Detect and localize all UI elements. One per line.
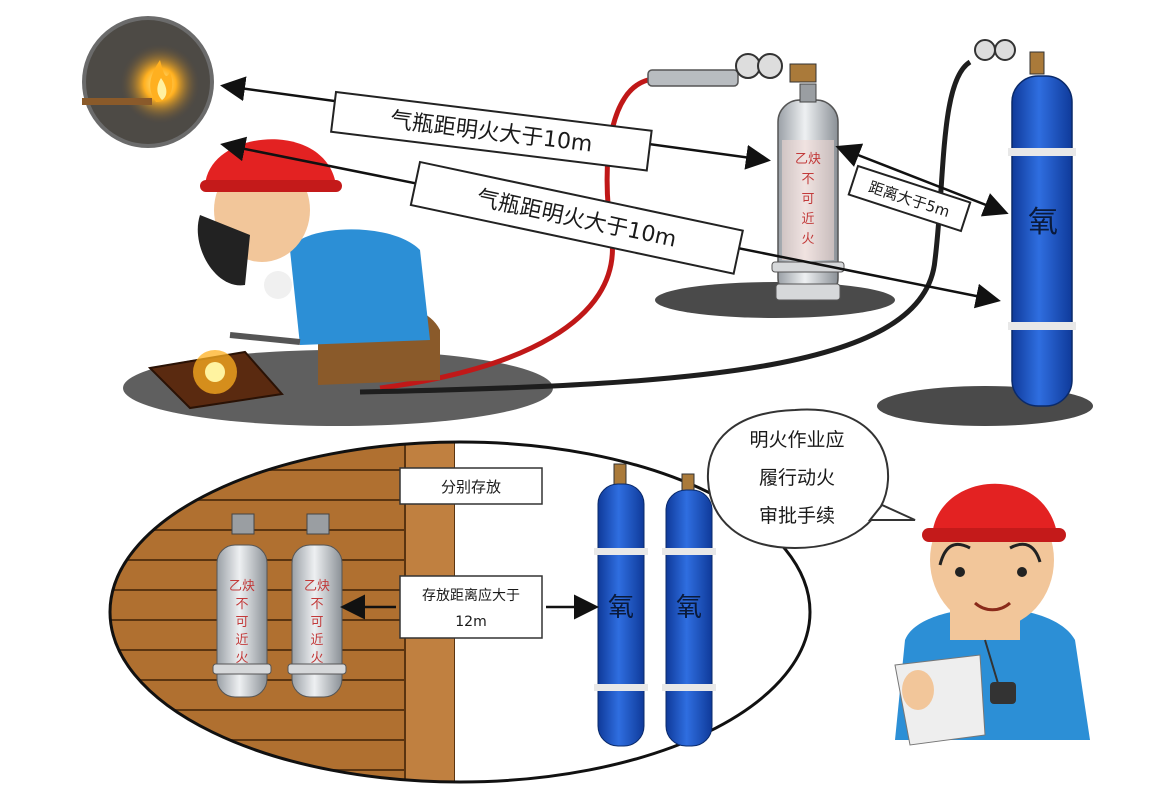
sign-storage-distance-l2: 12m (455, 614, 486, 630)
speech-bubble: 明火作业应 履行动火 审批手续 (706, 408, 916, 550)
welding-plate (147, 350, 284, 410)
stored-acetylene-1-l4: 近 (235, 633, 248, 648)
acetylene-label-l2: 不 (801, 172, 814, 187)
sign-store-separately: 分别存放 (399, 467, 543, 505)
gas-cylinder-icon: 乙炔 不 可 近 火 (287, 513, 347, 698)
gas-cylinder-icon: 乙炔 不 可 近 火 (212, 513, 272, 698)
gas-cylinder-icon: 氧 (974, 39, 1076, 407)
open-flame-icon (82, 16, 214, 148)
sign-mid-distance: 气瓶距明火大于10m (409, 160, 744, 275)
welder-figure (197, 139, 440, 385)
sign-top-distance: 气瓶距明火大于10m (330, 90, 653, 172)
oxygen-label: 氧 (1028, 205, 1058, 240)
stored-oxygen-1-label: 氧 (608, 593, 634, 623)
stored-acetylene-1-l1: 乙炔 (229, 579, 255, 594)
stored-acetylene-2-l2: 不 (310, 597, 323, 612)
sign-store-separately-text: 分别存放 (441, 478, 501, 496)
safety-officer-figure (894, 483, 1090, 746)
stored-acetylene-2-l1: 乙炔 (304, 579, 330, 594)
stored-oxygen-2-label: 氧 (676, 593, 702, 623)
stored-acetylene-2-l3: 可 (310, 615, 323, 630)
stored-acetylene-2-l5: 火 (310, 651, 323, 666)
stored-acetylene-1-l3: 可 (235, 615, 248, 630)
stored-acetylene-1-l2: 不 (235, 597, 248, 612)
speech-line-3: 审批手续 (759, 505, 835, 527)
acetylene-shadow (655, 282, 895, 318)
oxygen-hose (359, 59, 972, 395)
gas-cylinder-icon: 氧 (594, 463, 648, 747)
acetylene-label-l4: 近 (801, 212, 814, 227)
stored-acetylene-1-l5: 火 (235, 651, 248, 666)
speech-line-1: 明火作业应 (749, 429, 844, 451)
arrow-icon (835, 143, 1009, 217)
acetylene-label-l3: 可 (801, 192, 814, 207)
gas-cylinder-icon: 氧 (662, 473, 716, 747)
acetylene-label-l1: 乙炔 (795, 152, 821, 167)
speech-line-2: 履行动火 (759, 467, 835, 489)
sign-storage-distance-l1: 存放距离应大于 (422, 587, 520, 604)
acetylene-label-l5: 火 (801, 232, 814, 247)
acetylene-regulator (647, 53, 817, 87)
stored-acetylene-2-l4: 近 (310, 633, 323, 648)
sign-storage-distance: 存放距离应大于 12m (399, 575, 543, 639)
